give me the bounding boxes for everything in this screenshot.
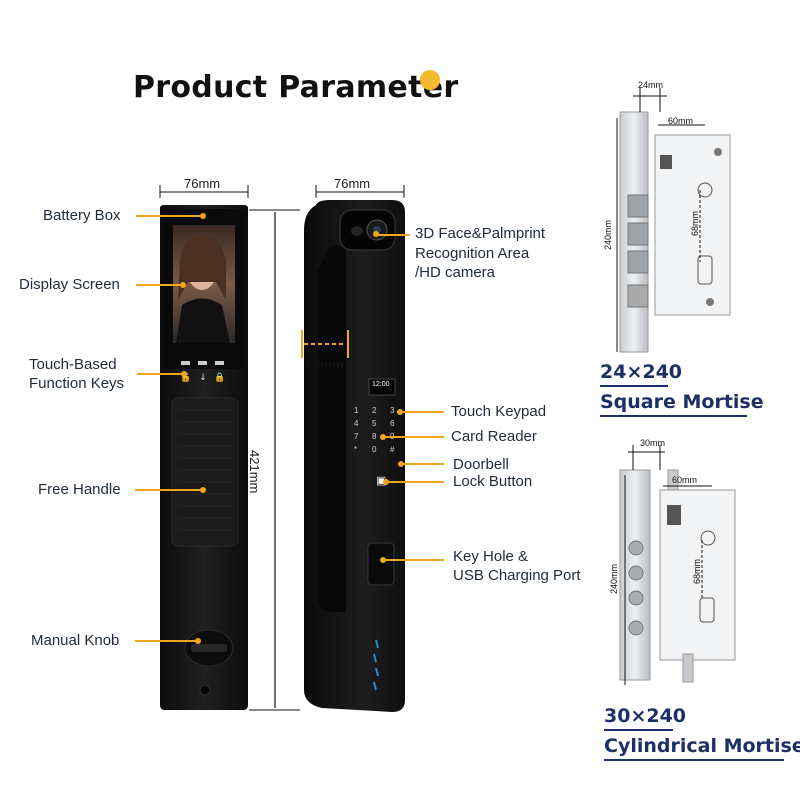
svg-text:🔓: 🔓: [180, 371, 191, 383]
mortise2-hole-dim: 68mm: [692, 558, 702, 584]
face-area-label-3: /HD camera: [415, 264, 496, 281]
front-width-dim: 76mm: [184, 176, 221, 191]
keypad-key: 3: [390, 406, 395, 415]
svg-text:↓: ↓: [199, 373, 207, 383]
keyhole-dot: [380, 557, 386, 563]
mortise1-top-dim: 24mm: [638, 80, 664, 90]
lock-button-icon: ▣: [376, 475, 387, 487]
display-screen-label: Display Screen: [19, 276, 120, 293]
battery-box-label: Battery Box: [43, 207, 121, 224]
mortise1-inner-dim: 60mm: [668, 116, 694, 126]
face-area-label-2: Recognition Area: [415, 245, 530, 262]
battery-box-dot: [200, 213, 206, 219]
touch-keypad-leader: [402, 411, 444, 413]
keyhole-leader: [385, 559, 444, 561]
page-title: Product Parameter: [133, 70, 459, 105]
height-dim: 421mm: [247, 450, 262, 494]
keypad-key: 4: [354, 419, 359, 428]
mortise2-inner-dim: 60mm: [672, 475, 698, 485]
touch-keys-dot: [181, 371, 187, 377]
keypad-key: 0: [372, 445, 377, 454]
manual-knob-dot: [195, 638, 201, 644]
svg-text:🔒: 🔒: [214, 372, 225, 383]
face-area-label-1: 3D Face&Palmprint: [415, 225, 546, 242]
keypad-key: #: [390, 445, 395, 454]
mortise2-name: Cylindrical Mortise: [604, 735, 800, 757]
lock-screen-time: 12:00: [372, 381, 390, 388]
keypad-key: 5: [372, 419, 377, 428]
mortise2-size-underline: [604, 729, 673, 731]
manual-knob-leader: [135, 640, 197, 642]
cylindrical-mortise-drawing: [619, 469, 736, 683]
doorbell-label: Doorbell: [453, 456, 509, 473]
mortise1-hole-dim: 68mm: [690, 210, 700, 236]
face-area-dot: [373, 231, 379, 237]
keypad-key: 1: [354, 406, 359, 415]
lock-button-label: Lock Button: [453, 473, 533, 490]
mortise1-size: 24×240: [600, 361, 683, 383]
dimension-lines: [159, 185, 405, 711]
mortise2-name-underline: [604, 759, 784, 761]
display-screen-leader: [136, 284, 182, 286]
doorbell-leader: [403, 463, 444, 465]
touch-keypad-label: Touch Keypad: [451, 403, 547, 420]
keypad-key: 8: [372, 432, 377, 441]
mortise1-name-underline: [600, 415, 747, 417]
lock-button-dot: [383, 479, 389, 485]
keyhole-label-2: USB Charging Port: [453, 567, 581, 584]
mortise1-size-underline: [600, 385, 668, 387]
touch-keys-leader: [137, 373, 183, 375]
free-handle-dot: [200, 487, 206, 493]
touch-keys-label-2: Function Keys: [29, 375, 125, 392]
keypad-key: *: [354, 445, 358, 454]
title-accent-dot: [420, 70, 440, 90]
side-view-lock: [304, 200, 405, 712]
card-reader-dot: [380, 434, 386, 440]
free-handle-label: Free Handle: [38, 481, 121, 498]
face-area-leader: [378, 234, 410, 236]
touch-keypad-dot: [397, 409, 403, 415]
manual-knob-label: Manual Knob: [31, 632, 120, 649]
keypad-key: 2: [372, 406, 377, 415]
battery-box-leader: [136, 215, 202, 217]
mortise2-size: 30×240: [604, 705, 687, 727]
doorbell-dot: [398, 461, 404, 467]
handle-depth-dim: 59mm: [306, 357, 344, 372]
square-mortise-drawing: [619, 111, 731, 353]
touch-keys-label-1: Touch-Based: [29, 356, 117, 373]
mortise1-name: Square Mortise: [600, 391, 764, 413]
keypad-key: 7: [354, 432, 359, 441]
front-view-lock: 🔓 ↓ 🔒: [160, 205, 248, 710]
mortise1-height-dim: 240mm: [603, 219, 613, 250]
side-width-dim: 76mm: [334, 176, 371, 191]
free-handle-leader: [135, 489, 202, 491]
mortise2-top-dim: 30mm: [640, 438, 666, 448]
card-reader-label: Card Reader: [451, 428, 537, 445]
display-screen-dot: [180, 282, 186, 288]
keyhole-label-1: Key Hole &: [453, 548, 529, 565]
lock-button-leader: [388, 481, 444, 483]
mortise2-height-dim: 240mm: [609, 563, 619, 594]
keypad-key: 6: [390, 419, 395, 428]
card-reader-leader: [385, 436, 444, 438]
